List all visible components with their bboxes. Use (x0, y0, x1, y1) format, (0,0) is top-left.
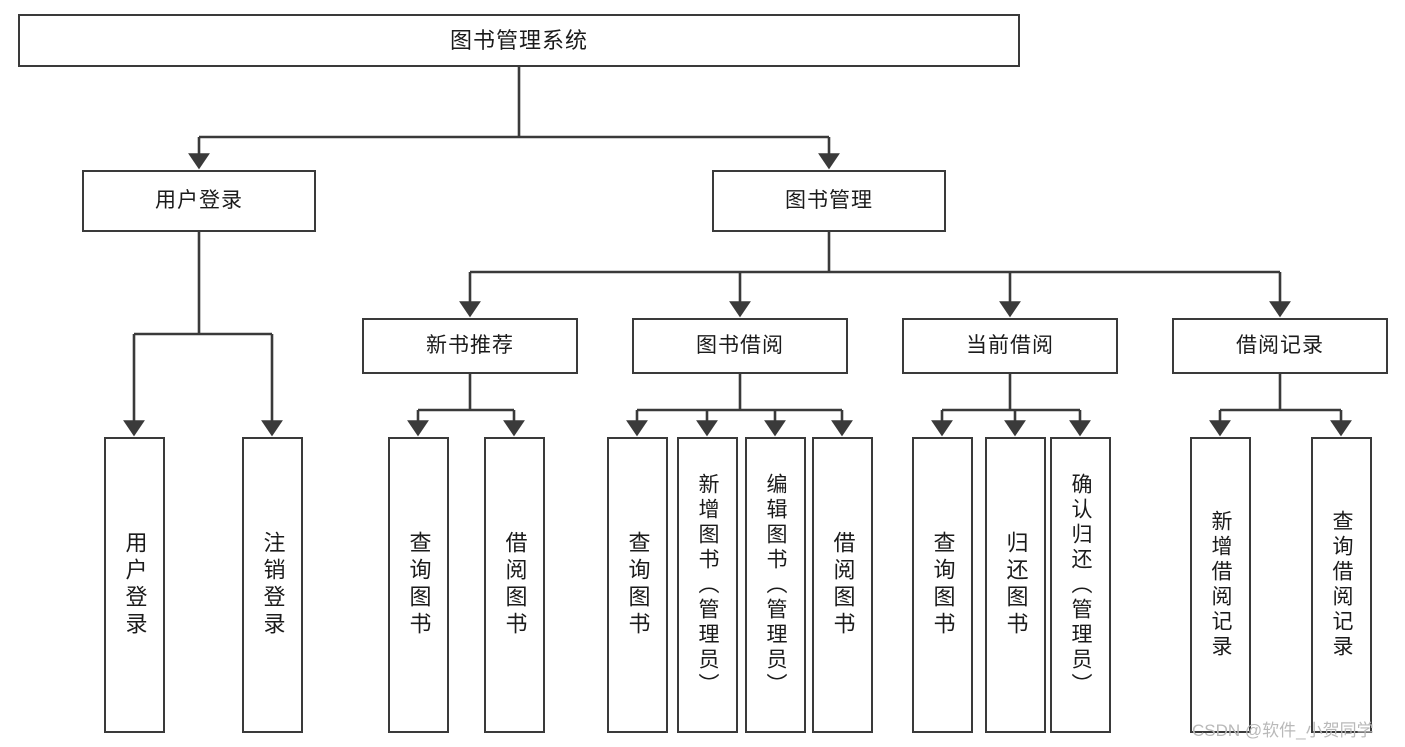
node-user-login[interactable]: 用户登录 (82, 170, 316, 232)
leaf-borrow-book-new[interactable]: 借阅图书 (484, 437, 545, 733)
node-borrow-record-label: 借阅记录 (1236, 333, 1324, 357)
leaf-query-borrow-record-label: 查询借阅记录 (1330, 510, 1353, 660)
node-book-management[interactable]: 图书管理 (712, 170, 946, 232)
leaf-edit-book-admin[interactable]: 编辑图书（管理员） (745, 437, 806, 733)
node-user-login-label: 用户登录 (155, 188, 243, 212)
leaf-return-book[interactable]: 归还图书 (985, 437, 1046, 733)
node-new-book-recommend[interactable]: 新书推荐 (362, 318, 578, 374)
leaf-query-borrow-record[interactable]: 查询借阅记录 (1311, 437, 1372, 733)
leaf-add-book-admin[interactable]: 新增图书（管理员） (677, 437, 738, 733)
watermark: CSDN @软件_小贺同学 (1192, 721, 1374, 740)
node-borrow-record[interactable]: 借阅记录 (1172, 318, 1388, 374)
leaf-return-book-label: 归还图书 (1003, 531, 1029, 639)
leaf-edit-book-admin-label: 编辑图书（管理员） (764, 472, 787, 698)
leaf-query-book-new-label: 查询图书 (406, 531, 432, 639)
leaf-confirm-return-admin[interactable]: 确认归还（管理员） (1050, 437, 1111, 733)
leaf-query-book-current-label: 查询图书 (930, 531, 956, 639)
leaf-query-book-borrow-label: 查询图书 (625, 531, 651, 639)
node-book-borrow[interactable]: 图书借阅 (632, 318, 848, 374)
leaf-confirm-return-admin-label: 确认归还（管理员） (1069, 472, 1092, 698)
node-root-system[interactable]: 图书管理系统 (18, 14, 1020, 67)
leaf-query-book-borrow[interactable]: 查询图书 (607, 437, 668, 733)
leaf-borrow-book-new-label: 借阅图书 (502, 531, 528, 639)
node-current-borrow[interactable]: 当前借阅 (902, 318, 1118, 374)
leaf-borrow-book[interactable]: 借阅图书 (812, 437, 873, 733)
leaf-query-book-new[interactable]: 查询图书 (388, 437, 449, 733)
node-new-book-recommend-label: 新书推荐 (426, 333, 514, 357)
leaf-borrow-book-label: 借阅图书 (830, 531, 856, 639)
node-root-system-label: 图书管理系统 (449, 27, 588, 53)
node-book-borrow-label: 图书借阅 (696, 333, 784, 357)
leaf-query-book-current[interactable]: 查询图书 (912, 437, 973, 733)
leaf-user-logout-label: 注销登录 (260, 531, 286, 639)
leaf-add-borrow-record[interactable]: 新增借阅记录 (1190, 437, 1251, 733)
node-book-management-label: 图书管理 (785, 188, 873, 212)
leaf-user-login[interactable]: 用户登录 (104, 437, 165, 733)
leaf-user-login-label: 用户登录 (122, 531, 148, 639)
node-current-borrow-label: 当前借阅 (966, 333, 1054, 357)
leaf-add-borrow-record-label: 新增借阅记录 (1209, 510, 1232, 660)
leaf-add-book-admin-label: 新增图书（管理员） (696, 472, 719, 698)
leaf-user-logout[interactable]: 注销登录 (242, 437, 303, 733)
